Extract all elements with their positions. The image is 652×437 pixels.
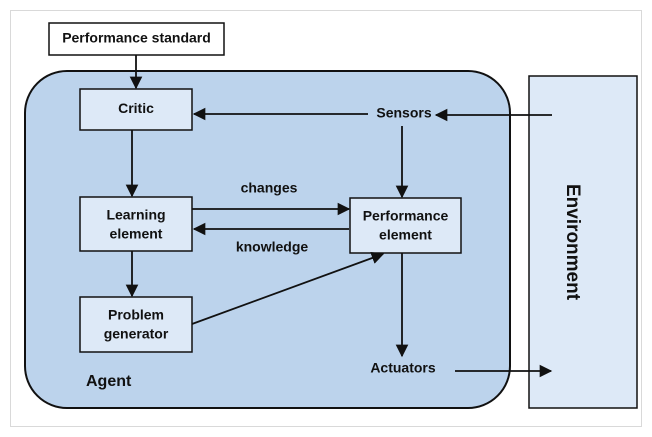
performance-element-label-line1: Performance <box>363 208 449 224</box>
arrow-problem-generator-to-performance <box>191 251 385 325</box>
problem-generator-box <box>79 296 193 353</box>
sensors-label: Sensors <box>376 105 431 121</box>
learning-element-label-line1: Learning <box>106 207 165 223</box>
actuators-label: Actuators <box>370 360 436 376</box>
performance-standard-label: Performance standard <box>62 30 211 46</box>
environment-label: Environment <box>562 184 583 301</box>
performance-element-box <box>349 197 462 254</box>
changes-label: changes <box>241 180 298 196</box>
knowledge-label: knowledge <box>236 239 309 255</box>
critic-label: Critic <box>118 100 154 116</box>
learning-element-label-line2: element <box>110 226 163 242</box>
agent-label: Agent <box>86 373 132 390</box>
performance-element-label-line2: element <box>379 227 432 243</box>
problem-generator-label-line2: generator <box>104 326 169 342</box>
problem-generator-label-line1: Problem <box>108 307 164 323</box>
environment-box <box>528 75 638 409</box>
learning-element-box <box>79 196 193 252</box>
diagram-frame <box>10 10 642 427</box>
critic-box <box>79 88 193 131</box>
